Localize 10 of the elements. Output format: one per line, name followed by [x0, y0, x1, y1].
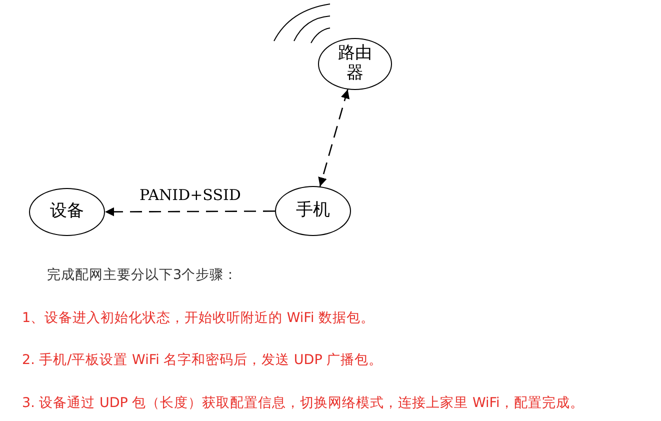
intro-text: 完成配网主要分以下3个步骤： [47, 266, 238, 284]
dashed-arrow [318, 89, 350, 187]
edge-label: PANID+SSID [137, 186, 243, 204]
node-label: 路由器 [337, 44, 373, 84]
node-label: 设备 [50, 202, 84, 222]
step-text: 3. 设备通过 UDP 包（长度）获取配置信息，切换网络模式，连接上家里 WiFi，配置完成。 [22, 394, 584, 412]
node-label: 手机 [296, 201, 330, 221]
step-text: 1、设备进入初始化状态，开始收听附近的 WiFi 数据包。 [22, 309, 375, 327]
step-text: 2. 手机/平板设置 WiFi 名字和密码后，发送 UDP 广播包。 [22, 351, 383, 369]
dashed-arrow [105, 207, 275, 216]
